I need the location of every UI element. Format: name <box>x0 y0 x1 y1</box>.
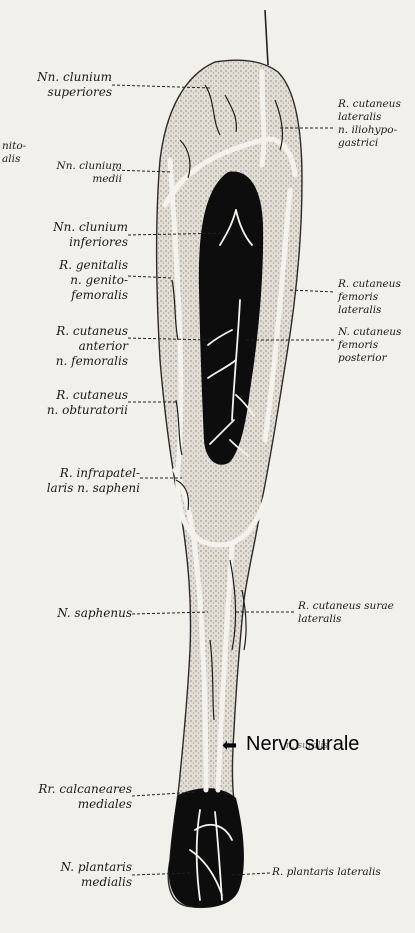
label-partial-left: nito- alis <box>2 140 42 166</box>
label-nn-clunium-medii: Nn. clunium medii <box>40 160 122 186</box>
label-nn-clunium-superiores: Nn. clunium superiores <box>20 70 112 100</box>
midline <box>265 10 268 65</box>
arrow-left-icon: ⬅ <box>222 735 237 756</box>
label-r-cutaneus-obturatorii: R. cutaneus n. obturatorii <box>20 388 128 418</box>
label-r-cutaneus-femoris-lateralis: R. cutaneus femoris lateralis <box>338 278 414 317</box>
label-rr-calcaneares: Rr. calcaneares mediales <box>10 782 132 812</box>
label-r-infrapatellaris: R. infrapatel- laris n. sapheni <box>20 466 140 496</box>
label-r-genitalis: R. genitalis n. genito- femoralis <box>20 258 128 303</box>
label-r-cutaneus-surae-lateralis: R. cutaneus surae lateralis <box>298 600 414 626</box>
annotation-nervo-surale: Nervo surale <box>246 733 359 756</box>
label-nn-clunium-inferiores: Nn. clunium inferiores <box>20 220 128 250</box>
label-r-cutaneus-iliohypogastrici: R. cutaneus lateralis n. iliohypo- gastr… <box>338 98 414 150</box>
label-r-plantaris-lateralis: R. plantaris lateralis <box>272 866 414 879</box>
sole-area <box>169 788 244 907</box>
label-n-plantaris-medialis: N. plantaris medialis <box>10 860 132 890</box>
label-n-cutaneus-femoris-posterior: N. cutaneus femoris posterior <box>338 326 414 365</box>
label-r-cutaneus-anterior: R. cutaneus anterior n. femoralis <box>20 324 128 369</box>
label-n-saphenus: N. saphenus <box>20 606 132 621</box>
